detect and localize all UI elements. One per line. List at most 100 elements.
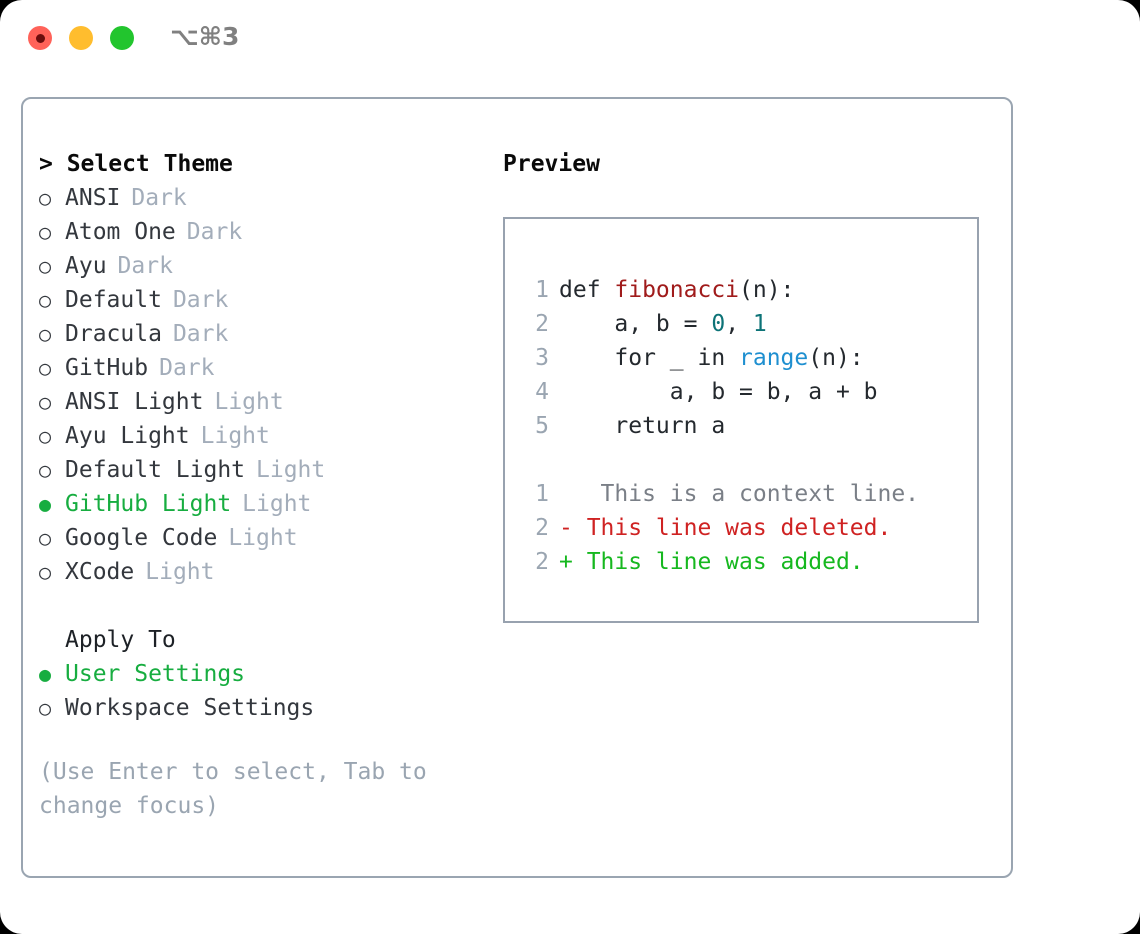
apply-to-label: Workspace Settings: [65, 695, 315, 721]
code-token-call: range: [739, 345, 809, 371]
theme-variant-tag: Dark: [186, 219, 243, 245]
line-number: 1: [535, 277, 549, 303]
maximize-button[interactable]: [110, 26, 134, 50]
theme-variant-tag: Light: [200, 423, 270, 449]
theme-name: Ayu Light: [65, 423, 190, 449]
theme-name: GitHub Light: [65, 491, 232, 517]
minimize-button[interactable]: [69, 26, 93, 50]
code-token-number: 0: [711, 311, 726, 337]
diff-line: 2 + This line was added.: [505, 545, 977, 579]
theme-name: XCode: [65, 559, 135, 585]
theme-name: Ayu: [65, 253, 107, 279]
code-diff-separator: [505, 443, 977, 477]
code-text: a, b = b, a + b: [559, 375, 878, 409]
theme-name: ANSI Light: [65, 389, 204, 415]
diff-line: 2 - This line was deleted.: [505, 511, 977, 545]
radio-unselected-icon[interactable]: ○: [39, 322, 52, 346]
radio-unselected-icon[interactable]: ○: [39, 356, 52, 380]
theme-variant-tag: Dark: [172, 321, 229, 347]
theme-variant-tag: Dark: [117, 253, 173, 279]
code-text: return a: [559, 409, 725, 443]
theme-variant-tag: Dark: [131, 185, 187, 211]
theme-name: Default Light: [65, 457, 246, 483]
theme-name: GitHub: [65, 355, 149, 381]
line-number: 2: [535, 549, 549, 575]
radio-unselected-icon[interactable]: ○: [39, 288, 52, 312]
code-line: 5 return a: [505, 409, 977, 443]
radio-unselected-icon[interactable]: ○: [39, 220, 52, 244]
apply-to-item[interactable]: ○ Workspace Settings: [39, 691, 479, 725]
line-number: 3: [535, 345, 549, 371]
radio-unselected-icon[interactable]: ○: [39, 526, 52, 550]
theme-list-item[interactable]: ○ GitHub Dark: [39, 351, 479, 385]
keyboard-hint: (Use Enter to select, Tab to change focu…: [39, 759, 427, 819]
radio-unselected-icon[interactable]: ○: [39, 560, 52, 584]
code-line: 4 a, b = b, a + b: [505, 375, 977, 409]
theme-list-item[interactable]: ○ Default Light Light: [39, 453, 479, 487]
radio-unselected-icon[interactable]: ○: [39, 424, 52, 448]
line-number: 4: [535, 379, 549, 405]
code-line: 1 def fibonacci(n):: [505, 273, 977, 307]
theme-list-item[interactable]: ○ Ayu Light Light: [39, 419, 479, 453]
theme-variant-tag: Light: [256, 457, 326, 483]
code-token-plain: ,: [725, 311, 753, 337]
preview-heading: Preview: [503, 151, 600, 177]
radio-selected-icon[interactable]: ●: [39, 492, 52, 516]
line-number: 5: [535, 413, 549, 439]
theme-list-item[interactable]: ○ Google Code Light: [39, 521, 479, 555]
diff-text-context: This is a context line.: [559, 481, 920, 507]
code-line: 3 for _ in range(n):: [505, 341, 977, 375]
radio-unselected-icon[interactable]: ○: [39, 390, 52, 414]
code-token-plain: (n):: [739, 277, 795, 303]
theme-name: Google Code: [65, 525, 218, 551]
radio-selected-icon[interactable]: ●: [39, 662, 52, 686]
theme-name: ANSI: [65, 185, 121, 211]
radio-unselected-icon[interactable]: ○: [39, 254, 52, 278]
code-text: a, b = 0, 1: [559, 307, 767, 341]
code-token-keyword: def: [559, 277, 615, 303]
theme-name: Atom One: [65, 219, 176, 245]
select-theme-heading: > Select Theme: [39, 151, 233, 177]
close-button[interactable]: [28, 26, 52, 50]
apply-to-label: User Settings: [65, 661, 246, 687]
theme-list-item[interactable]: ○ ANSI Dark: [39, 181, 479, 215]
line-number: 2: [535, 515, 549, 541]
apply-to-heading-label: Apply To: [65, 627, 176, 653]
theme-variant-tag: Dark: [159, 355, 215, 381]
theme-list-item[interactable]: ○ Ayu Dark: [39, 249, 479, 283]
theme-list-item[interactable]: ○ Atom One Dark: [39, 215, 479, 249]
keyboard-shortcut-label: ⌥⌘3: [170, 22, 240, 51]
code-token-plain: (n):: [808, 345, 864, 371]
window-controls: [28, 26, 134, 50]
code-text: def fibonacci(n):: [559, 273, 794, 307]
code-token-plain: a, b =: [559, 311, 712, 337]
apply-to-list: ● User Settings ○ Workspace Settings: [39, 657, 479, 725]
theme-variant-tag: Light: [145, 559, 215, 585]
diff-sample: 1 This is a context line. 2 - This line wa…: [505, 477, 977, 579]
code-line: 2 a, b = 0, 1: [505, 307, 977, 341]
diff-text-added: + This line was added.: [559, 549, 864, 575]
radio-unselected-icon[interactable]: ○: [39, 696, 52, 720]
diff-text-deleted: - This line was deleted.: [559, 515, 892, 541]
apply-to-item[interactable]: ● User Settings: [39, 657, 479, 691]
theme-list-item[interactable]: ○ Dracula Dark: [39, 317, 479, 351]
theme-list-item[interactable]: ○ XCode Light: [39, 555, 479, 589]
radio-unselected-icon[interactable]: ○: [39, 458, 52, 482]
radio-unselected-icon[interactable]: ○: [39, 186, 52, 210]
list-spacer: [39, 589, 479, 623]
title-bar: ⌥⌘3: [0, 0, 1140, 76]
code-token-number: 1: [752, 311, 767, 337]
line-number: 1: [535, 481, 549, 507]
theme-variant-tag: Light: [228, 525, 298, 551]
code-token-plain: a, b = b, a + b: [559, 379, 878, 405]
diff-line: 1 This is a context line.: [505, 477, 977, 511]
theme-name: Dracula: [65, 321, 162, 347]
